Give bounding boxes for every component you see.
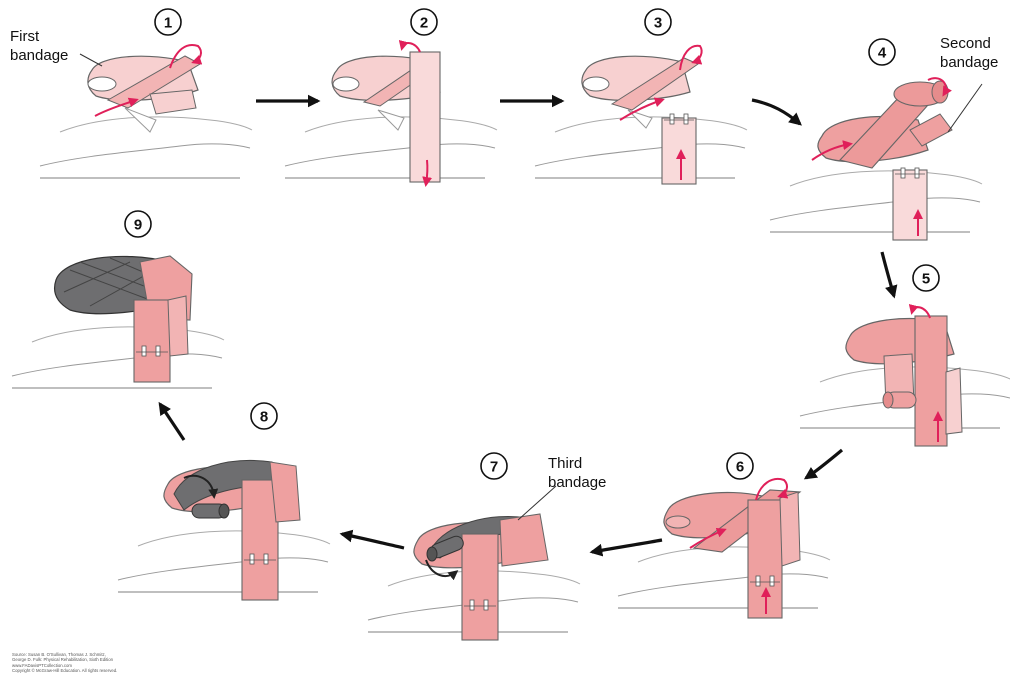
second-bandage-label-line-2: bandage bbox=[940, 53, 998, 72]
step-number: 4 bbox=[878, 45, 887, 62]
step-number: 7 bbox=[490, 459, 498, 476]
step-number: 1 bbox=[164, 15, 172, 32]
step-3-illustration bbox=[535, 46, 747, 184]
step-6-illustration bbox=[618, 479, 830, 618]
step-badges: 1 2 3 4 5 6 7 8 9 bbox=[125, 9, 939, 479]
step-1-illustration bbox=[40, 45, 252, 178]
step-badge-4: 4 bbox=[869, 39, 895, 65]
step-badge-7: 7 bbox=[481, 453, 507, 479]
step-badge-2: 2 bbox=[411, 9, 437, 35]
first-bandage-label: First bandage bbox=[10, 27, 68, 65]
third-bandage-label: Third bandage bbox=[548, 454, 606, 492]
arrow-step8-to-9 bbox=[160, 404, 184, 440]
source-line: Copyright © McGraw-Hill Education. All r… bbox=[12, 668, 117, 673]
step-4-illustration bbox=[770, 78, 982, 240]
third-bandage-label-line-2: bandage bbox=[548, 473, 606, 492]
third-bandage-label-line-1: Third bbox=[548, 454, 606, 473]
step-5-illustration bbox=[800, 307, 1010, 446]
step-7-illustration bbox=[368, 486, 580, 640]
step-number: 9 bbox=[134, 217, 142, 234]
arrow-step7-to-8 bbox=[342, 534, 404, 548]
arrow-step4-to-5 bbox=[882, 252, 894, 296]
step-badge-1: 1 bbox=[155, 9, 181, 35]
step-badge-5: 5 bbox=[913, 265, 939, 291]
step-8-illustration bbox=[118, 460, 330, 600]
arrow-step3-to-4 bbox=[752, 100, 800, 124]
source-credit: Source: Susan B. O'Sullivan, Thomas J. S… bbox=[12, 652, 117, 674]
arrow-step6-to-7 bbox=[592, 540, 662, 552]
step-number: 6 bbox=[736, 459, 744, 476]
step-number: 2 bbox=[420, 15, 428, 32]
step-badge-9: 9 bbox=[125, 211, 151, 237]
step-number: 3 bbox=[654, 15, 662, 32]
first-bandage-label-line-2: bandage bbox=[10, 46, 68, 65]
first-bandage-label-line-1: First bbox=[10, 27, 68, 46]
step-2-illustration bbox=[285, 43, 497, 184]
step-number: 5 bbox=[922, 271, 930, 288]
step-badge-3: 3 bbox=[645, 9, 671, 35]
arrow-step5-to-6 bbox=[806, 450, 842, 478]
step-9-illustration bbox=[12, 256, 224, 388]
step-badge-8: 8 bbox=[251, 403, 277, 429]
second-bandage-label: Second bandage bbox=[940, 34, 998, 72]
step-number: 8 bbox=[260, 409, 268, 426]
second-bandage-label-line-1: Second bbox=[940, 34, 998, 53]
step-badge-6: 6 bbox=[727, 453, 753, 479]
